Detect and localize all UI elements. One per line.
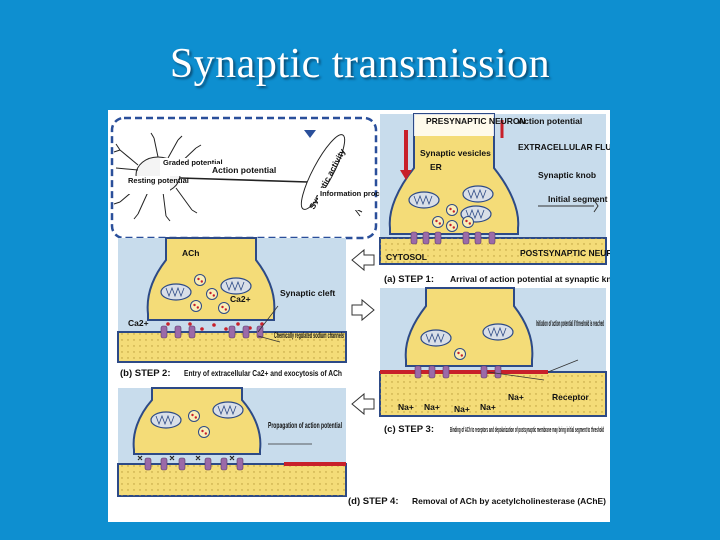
step3-text: Binding of ACh to receptors and depolari… (450, 425, 604, 434)
step1-label: (a) STEP 1: (384, 274, 434, 285)
initial-segment-label: Initial segment (548, 194, 608, 204)
flow-arrow-right-icon (351, 299, 375, 321)
triangle-marker-icon (304, 130, 316, 138)
cytosol-label: CYTOSOL (386, 252, 427, 262)
flow-arrow-left-1-icon (351, 249, 375, 271)
postsynaptic-neuron-label: POSTSYNAPTIC NEURON (520, 248, 610, 258)
initiation-label: Initiation of action potential if thresh… (536, 318, 604, 328)
figure-svg: Synaptic activity Graded potential Resti… (110, 113, 625, 507)
flow-arrow-left-2-icon (351, 393, 375, 415)
synaptic-knob-label: Synaptic knob (538, 170, 596, 180)
action-potential-overview-label: Action potential (212, 165, 276, 175)
action-potential-label: Action potential (518, 116, 582, 126)
information-processing-label: Information processing (320, 189, 404, 198)
step2-label: (b) STEP 2: (120, 368, 171, 379)
ache-breakdown-marks (137, 455, 235, 461)
extracellular-fluid-label: EXTRACELLULAR FLUID (518, 142, 610, 152)
step2-text: Entry of extracellular Ca2+ and exocytos… (184, 368, 342, 378)
ca2-label-1: Ca2+ (230, 294, 251, 304)
presynaptic-neuron-label: PRESYNAPTIC NEURON (426, 116, 526, 126)
graded-potential-label: Graded potential (163, 158, 223, 167)
ca2-label-2: Ca2+ (128, 318, 149, 328)
overview-box: Synaptic activity Graded potential Resti… (110, 116, 404, 240)
na-label-3: Na+ (454, 404, 470, 414)
chemically-regulated-label: Chemically regulated sodium channels (274, 330, 344, 340)
step4-label: (d) STEP 4: (348, 496, 399, 507)
panel-b: ACh Ca2+ Ca2+ Synaptic cleft Chemically … (117, 237, 347, 379)
slide-title: Synaptic transmission (169, 41, 551, 87)
na-label-4: Na+ (480, 402, 496, 412)
resting-potential-label: Resting potential (128, 176, 189, 185)
ach-label: ACh (182, 248, 199, 258)
step4-text: Removal of ACh by acetylcholinesterase (… (412, 496, 606, 506)
panel-c: Initiation of action potential if thresh… (379, 287, 607, 435)
action-potential-arrow-icon (400, 170, 412, 180)
na-label-1: Na+ (398, 402, 414, 412)
step1-text: Arrival of action potential at synaptic … (450, 274, 610, 284)
synaptic-cleft-label: Synaptic cleft (280, 288, 335, 298)
receptor-label: Receptor (552, 392, 590, 402)
panel-a: PRESYNAPTIC NEURON Action potential EXTR… (379, 113, 625, 285)
er-label: ER (430, 162, 442, 172)
na-label-5: Na+ (508, 392, 524, 402)
step3-label: (c) STEP 3: (384, 424, 434, 435)
propagation-label: Propagation of action potential (268, 420, 342, 430)
synaptic-transmission-figure: Synaptic activity Graded potential Resti… (108, 110, 625, 522)
panel-d: Propagation of action potential (d) STEP… (117, 387, 606, 507)
na-label-2: Na+ (424, 402, 440, 412)
synaptic-vesicles-label: Synaptic vesicles (420, 148, 491, 158)
